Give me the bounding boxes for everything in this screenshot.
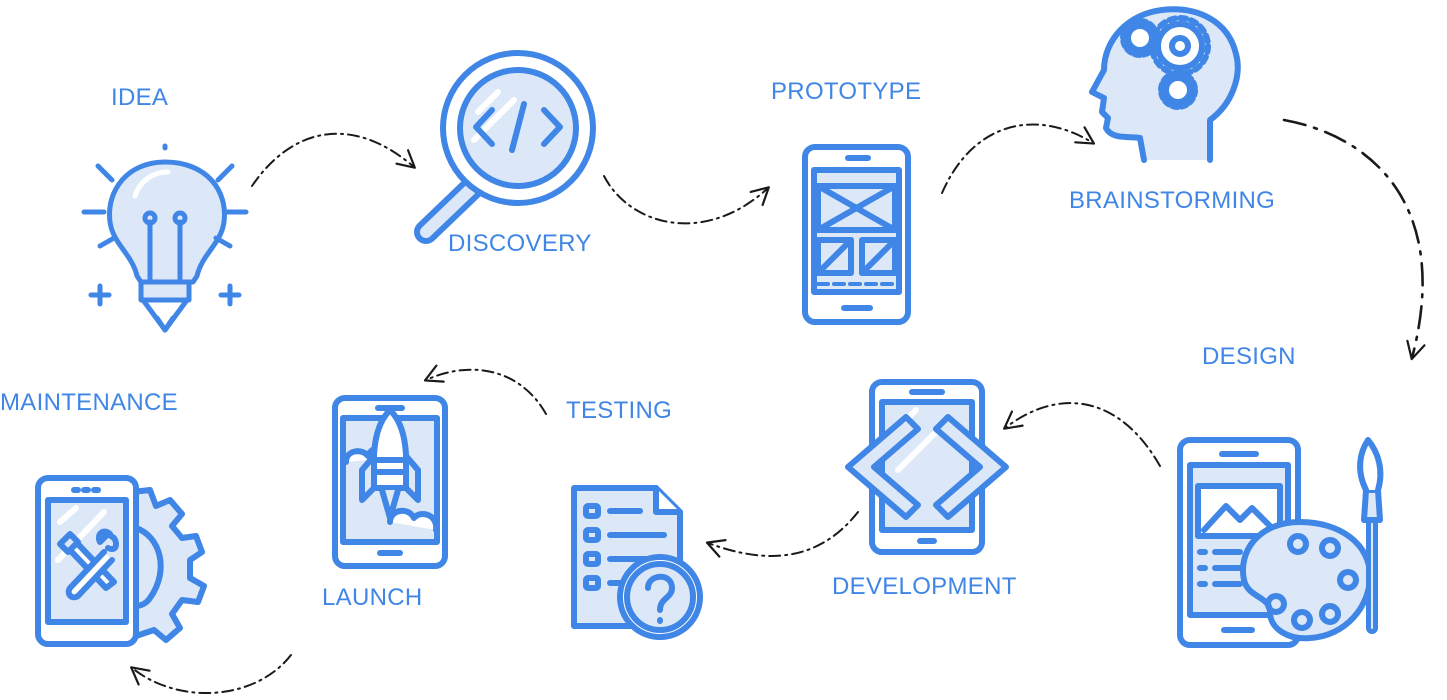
magnifier-code-icon bbox=[414, 50, 596, 244]
tablet-rocket-icon bbox=[332, 395, 448, 569]
arrow-brainstorming-to-design bbox=[1282, 118, 1426, 361]
step-label-design: DESIGN bbox=[1202, 343, 1296, 370]
tablet-code-icon bbox=[845, 379, 1009, 555]
arrow-discovery-to-prototype bbox=[603, 175, 770, 225]
arrow-idea-to-discovery bbox=[251, 132, 416, 187]
arrow-prototype-to-brainstorming bbox=[941, 123, 1096, 194]
phone-palette-icon bbox=[1177, 437, 1384, 648]
step-label-discovery: DISCOVERY bbox=[448, 230, 592, 257]
arrow-testing-to-launch bbox=[423, 364, 547, 415]
step-label-idea: IDEA bbox=[111, 84, 169, 111]
step-label-testing: TESTING bbox=[566, 397, 673, 424]
step-label-maintenance: MAINTENANCE bbox=[0, 389, 178, 416]
phone-wireframe-icon bbox=[802, 144, 911, 325]
document-question-icon bbox=[571, 485, 703, 640]
step-label-launch: LAUNCH bbox=[322, 584, 423, 611]
arrow-launch-to-maintenance bbox=[130, 654, 292, 695]
phone-tools-gear-icon bbox=[35, 475, 207, 647]
arrow-development-to-testing bbox=[705, 511, 859, 558]
arrow-design-to-development bbox=[1003, 402, 1161, 467]
step-label-brainstorming: BRAINSTORMING bbox=[1069, 187, 1276, 214]
step-label-prototype: PROTOTYPE bbox=[771, 78, 922, 105]
head-gears-icon bbox=[1089, 6, 1241, 163]
step-label-development: DEVELOPMENT bbox=[832, 573, 1017, 600]
lightbulb-pencil-icon bbox=[81, 143, 249, 333]
